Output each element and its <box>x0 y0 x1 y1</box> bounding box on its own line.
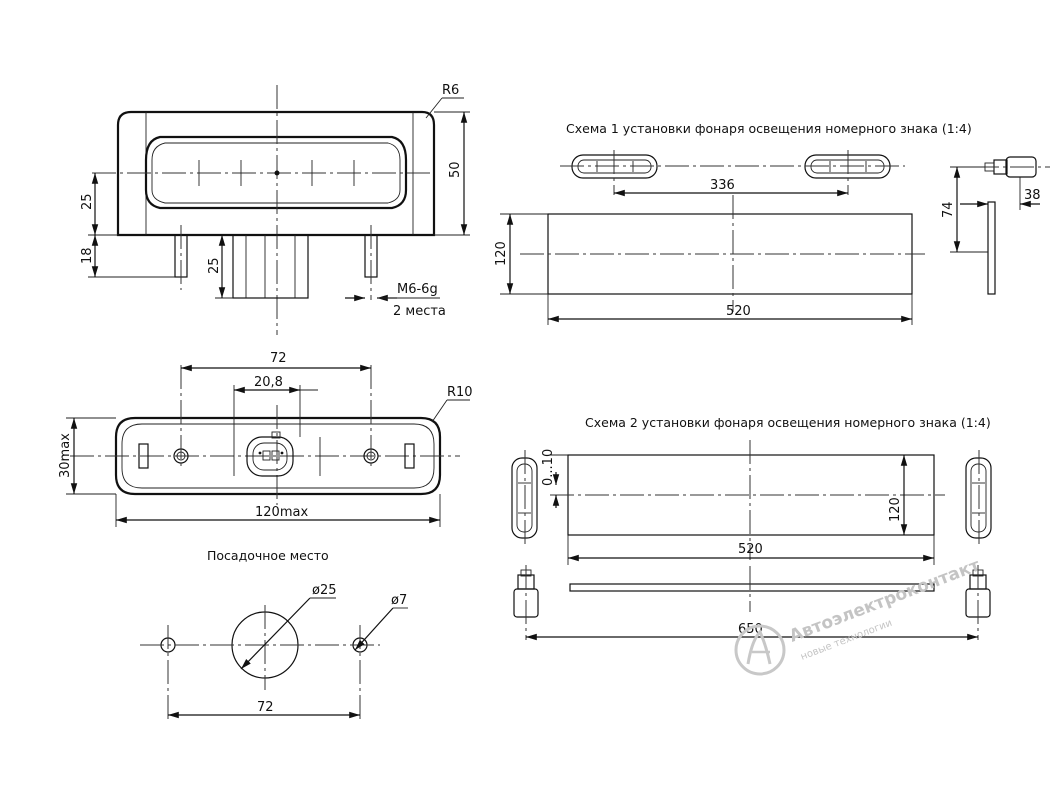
scheme1-title: Схема 1 установки фонаря освещения номер… <box>566 121 972 136</box>
connector-width-label: 20,8 <box>254 375 283 390</box>
bottom-view <box>66 364 470 527</box>
scheme1-38-label: 38 <box>1024 188 1041 203</box>
front-dim-25-label: 25 <box>80 193 95 210</box>
scheme2-offset-label: 0...10 <box>541 449 556 486</box>
bottom-radius-label: R10 <box>447 385 473 400</box>
bottom-width-label: 120max <box>255 505 308 520</box>
bottom-height-label: 30max <box>58 433 73 478</box>
front-view <box>88 85 470 335</box>
scheme1-120-label: 120 <box>494 241 509 266</box>
watermark-name: Автоэлектроконтакт <box>787 555 983 646</box>
scheme1-336-label: 336 <box>710 178 735 193</box>
seat-big-hole-label: ø25 <box>312 583 337 598</box>
scheme1 <box>500 150 1050 325</box>
front-dim-18-label: 18 <box>80 247 95 264</box>
scheme2 <box>511 440 992 641</box>
scheme2-120-label: 120 <box>888 497 903 522</box>
thread-qty-label: 2 места <box>393 304 446 319</box>
front-height-label: 50 <box>448 161 463 178</box>
seat-title: Посадочное место <box>207 548 329 563</box>
bottom-spacing-label: 72 <box>270 351 287 366</box>
scheme1-520-label: 520 <box>726 304 751 319</box>
front-radius-label: R6 <box>442 83 459 98</box>
scheme2-title: Схема 2 установки фонаря освещения номер… <box>585 415 991 430</box>
thread-label: M6-6g <box>397 282 438 297</box>
seat-view <box>140 597 408 722</box>
seat-spacing-label: 72 <box>257 700 274 715</box>
watermark-logo <box>734 624 786 676</box>
plug-dim-25-label: 25 <box>207 257 222 274</box>
seat-small-hole-label: ø7 <box>391 593 407 608</box>
scheme2-520-label: 520 <box>738 542 763 557</box>
scheme1-74-label: 74 <box>941 201 956 218</box>
